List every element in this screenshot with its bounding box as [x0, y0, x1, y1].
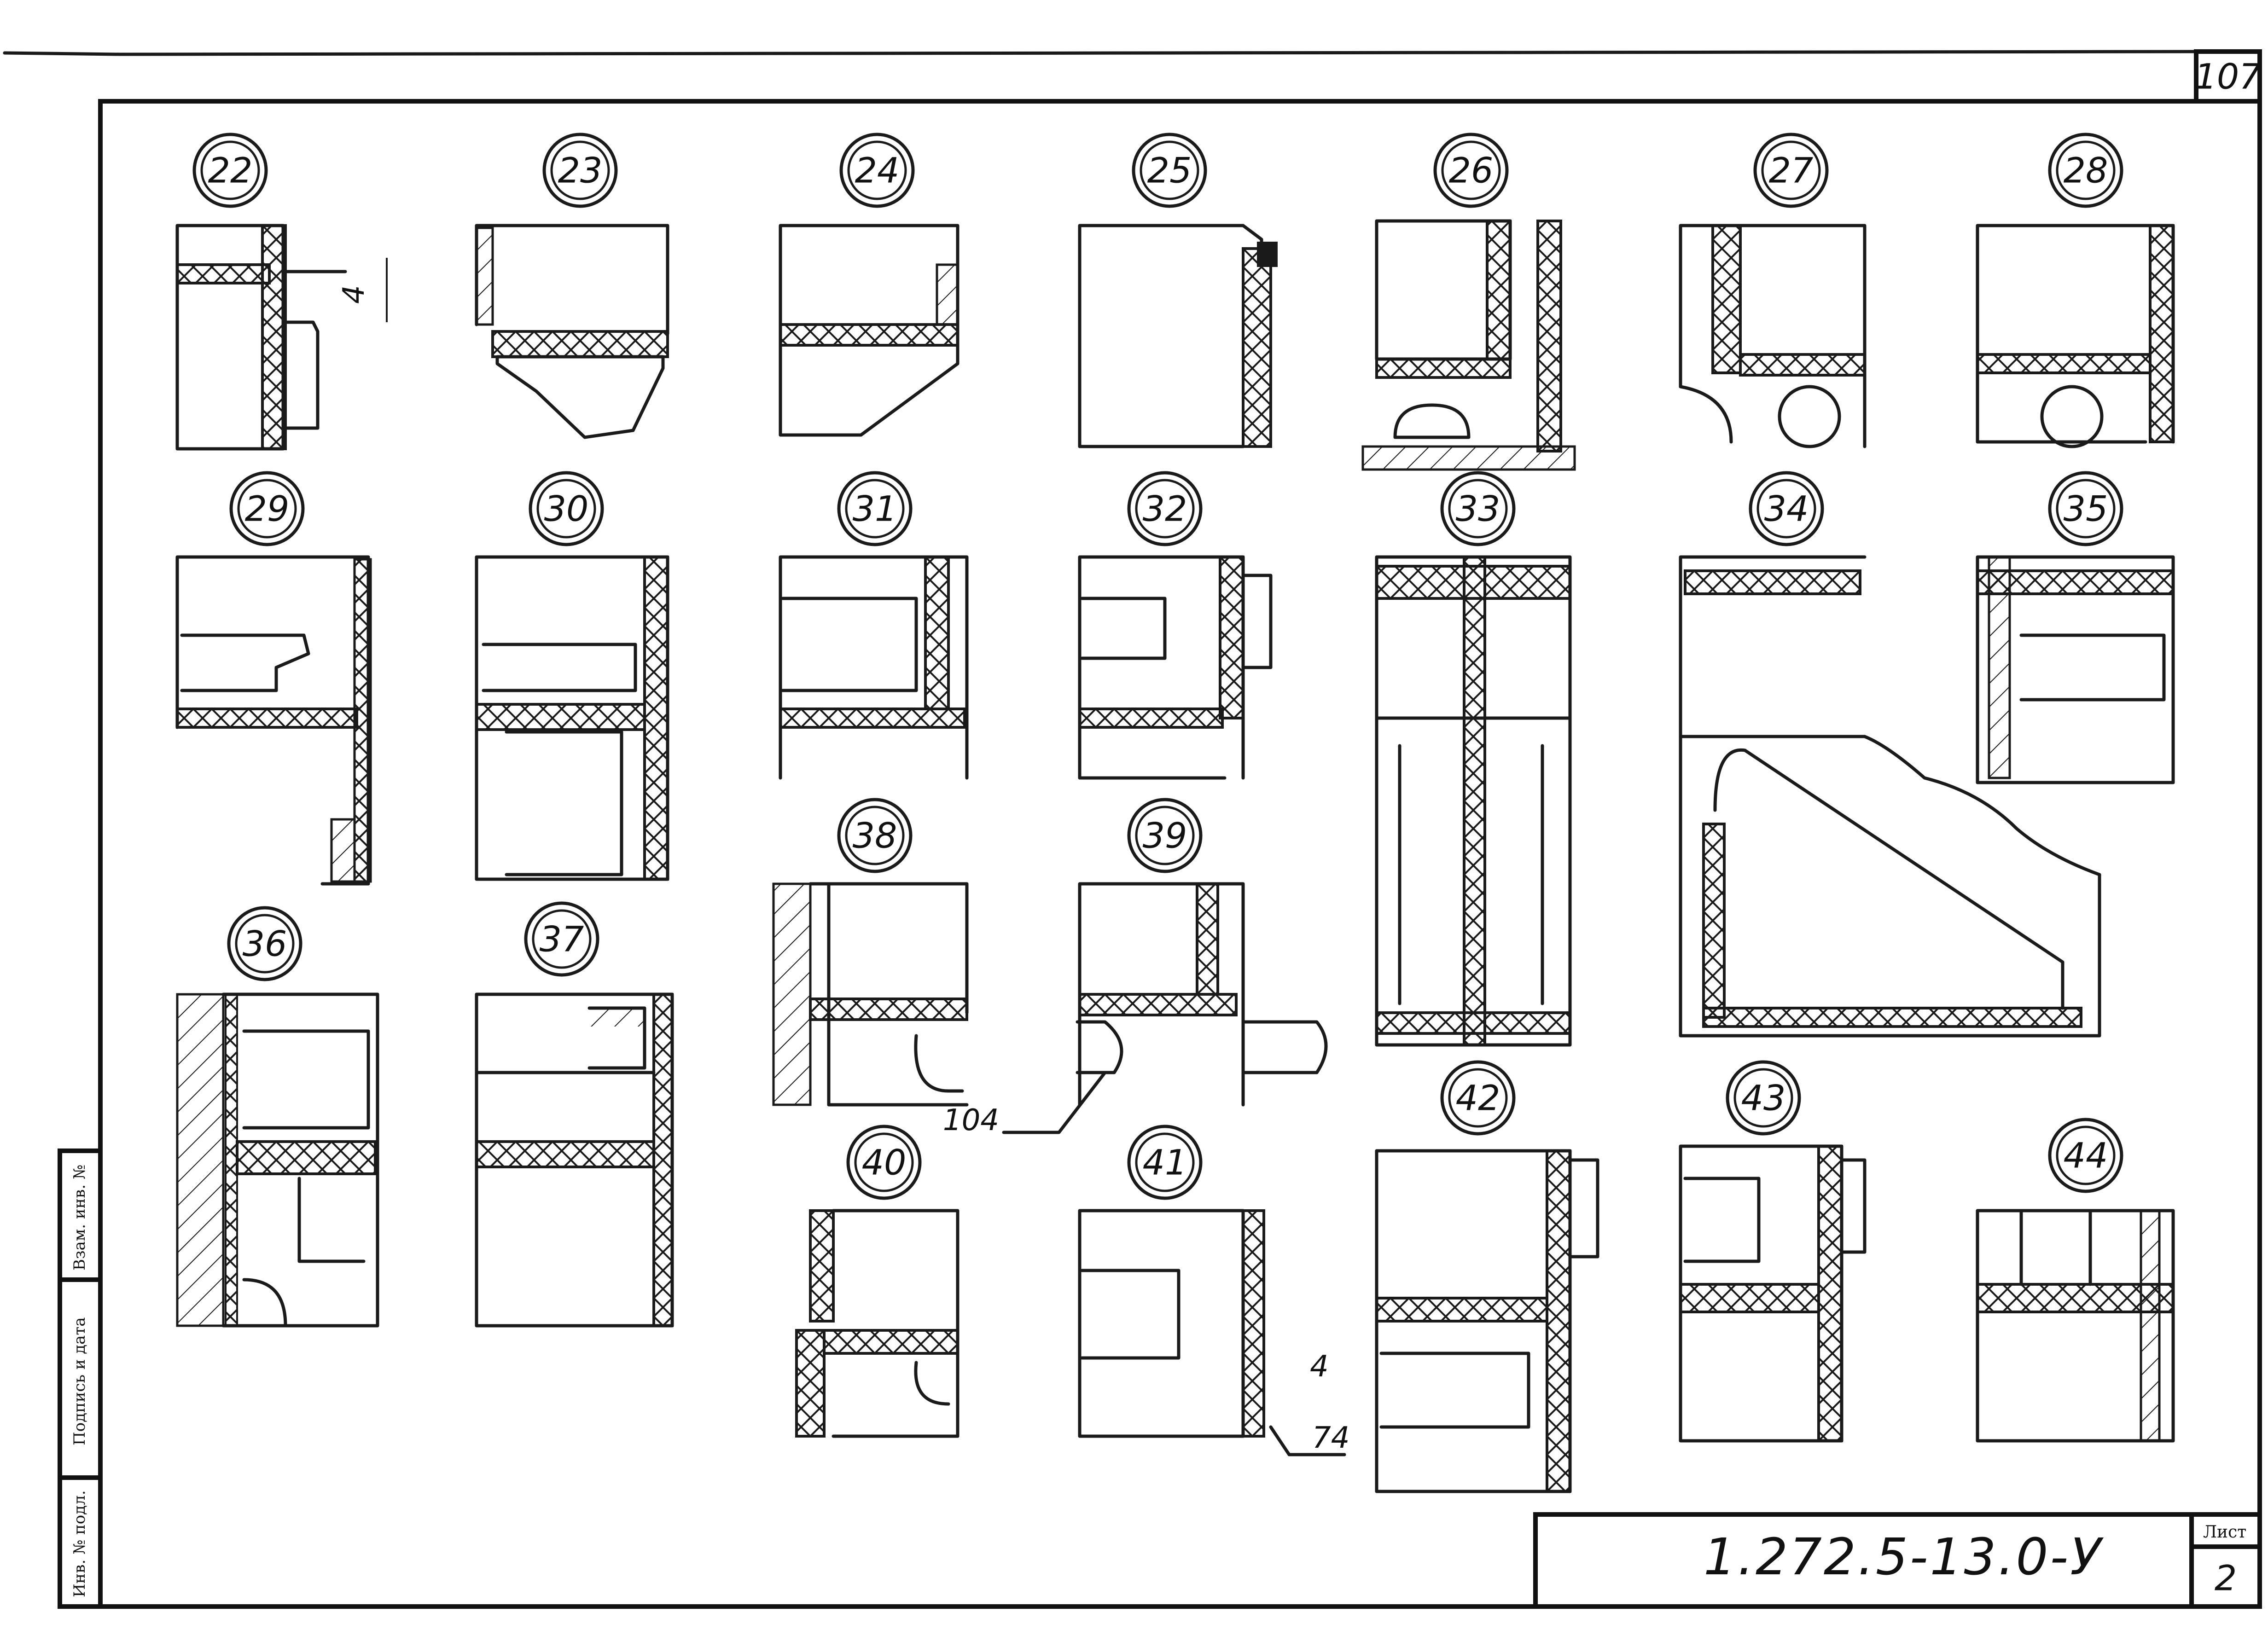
detail-33 — [1375, 555, 1572, 1047]
detail-number: 31 — [853, 488, 897, 529]
detail-43 — [1679, 1144, 1867, 1443]
detail-number: 28 — [2064, 150, 2108, 191]
drawing-frame — [98, 99, 2262, 1609]
detail-number: 32 — [1143, 488, 1187, 529]
detail-number: 30 — [544, 488, 589, 529]
detail-label-23: 23 — [542, 133, 618, 208]
side-stamp: Инв. № подл. Подпись и дата Взам. инв. № — [58, 1149, 103, 1609]
detail-label-39: 39 — [1127, 798, 1203, 873]
detail-number: 39 — [1143, 815, 1187, 856]
detail-36 — [176, 992, 379, 1328]
detail-number: 25 — [1147, 150, 1192, 191]
detail-label-33: 33 — [1440, 471, 1516, 546]
detail-39: 104 — [943, 882, 1328, 1137]
detail-label-31: 31 — [837, 471, 913, 546]
detail-37 — [475, 992, 674, 1328]
detail-29 — [175, 555, 372, 886]
detail-number: 33 — [1456, 488, 1500, 529]
detail-number: 26 — [1449, 150, 1494, 191]
detail-label-24: 24 — [839, 133, 915, 208]
detail-number: 37 — [540, 919, 584, 960]
detail-number: 38 — [853, 815, 897, 856]
detail-38 — [772, 882, 969, 1107]
detail-label-28: 28 — [2048, 133, 2123, 208]
detail-label-35: 35 — [2048, 471, 2123, 546]
detail-28 — [1976, 224, 2175, 448]
detail-label-37: 37 — [524, 901, 599, 977]
page-number: 107 — [2194, 56, 2261, 97]
detail-number: 36 — [243, 923, 287, 964]
detail-40 — [795, 1209, 960, 1438]
title-block: 1.272.5-13.0-У Лист 2 — [1533, 1512, 2262, 1609]
detail-32 — [1078, 555, 1273, 780]
detail-26 — [1361, 219, 1576, 471]
sheet-label: Лист — [2203, 1523, 2246, 1542]
callout-104: 104 — [943, 1103, 999, 1137]
detail-30 — [475, 555, 669, 881]
dim-4-a: 4 — [337, 285, 371, 304]
detail-25 — [1078, 224, 1278, 448]
detail-number: 41 — [1143, 1142, 1187, 1183]
detail-label-41: 41 — [1127, 1125, 1203, 1200]
detail-24 — [779, 224, 960, 437]
document-code: 1.272.5-13.0-У — [1704, 1527, 2104, 1586]
detail-label-22: 22 — [192, 133, 268, 208]
detail-35 — [1976, 555, 2175, 784]
detail-31 — [779, 555, 969, 780]
detail-number: 35 — [2064, 488, 2108, 529]
detail-label-29: 29 — [229, 471, 305, 546]
detail-label-34: 34 — [1749, 471, 1824, 546]
stamp-inv-no: Инв. № подл. — [70, 1490, 89, 1597]
detail-number: 23 — [558, 150, 603, 191]
detail-42 — [1375, 1149, 1599, 1493]
page-number-box — [2194, 49, 2262, 104]
detail-23 — [475, 224, 669, 439]
detail-22 — [175, 224, 388, 451]
detail-label-40: 40 — [846, 1125, 922, 1200]
detail-label-30: 30 — [529, 471, 604, 546]
stamp-replaced-inv: Взам. инв. № — [70, 1165, 89, 1270]
detail-label-32: 32 — [1127, 471, 1203, 546]
detail-label-38: 38 — [837, 798, 913, 873]
detail-label-44: 44 — [2048, 1118, 2123, 1193]
callout-74: 74 — [1312, 1421, 1349, 1455]
detail-label-43: 43 — [1726, 1060, 1801, 1136]
detail-number: 43 — [1741, 1078, 1786, 1119]
detail-label-26: 26 — [1433, 133, 1509, 208]
detail-number: 40 — [862, 1142, 907, 1183]
detail-44 — [1976, 1209, 2175, 1443]
detail-number: 27 — [1769, 150, 1814, 191]
stamp-signature-date: Подпись и дата — [70, 1317, 89, 1446]
detail-27 — [1679, 224, 1867, 448]
detail-label-42: 42 — [1440, 1060, 1516, 1136]
detail-number: 42 — [1456, 1078, 1500, 1119]
sheet-number: 2 — [2215, 1558, 2237, 1599]
detail-label-27: 27 — [1753, 133, 1829, 208]
detail-34 — [1679, 555, 2101, 1038]
detail-number: 24 — [855, 150, 900, 191]
detail-41: 74 4 — [1078, 1209, 1349, 1456]
detail-number: 22 — [208, 150, 253, 191]
detail-number: 44 — [2064, 1135, 2108, 1176]
detail-number: 29 — [245, 488, 290, 529]
dim-4-b: 4 — [1310, 1350, 1329, 1384]
detail-label-36: 36 — [227, 906, 302, 981]
detail-number: 34 — [1764, 488, 1809, 529]
detail-label-25: 25 — [1132, 133, 1207, 208]
